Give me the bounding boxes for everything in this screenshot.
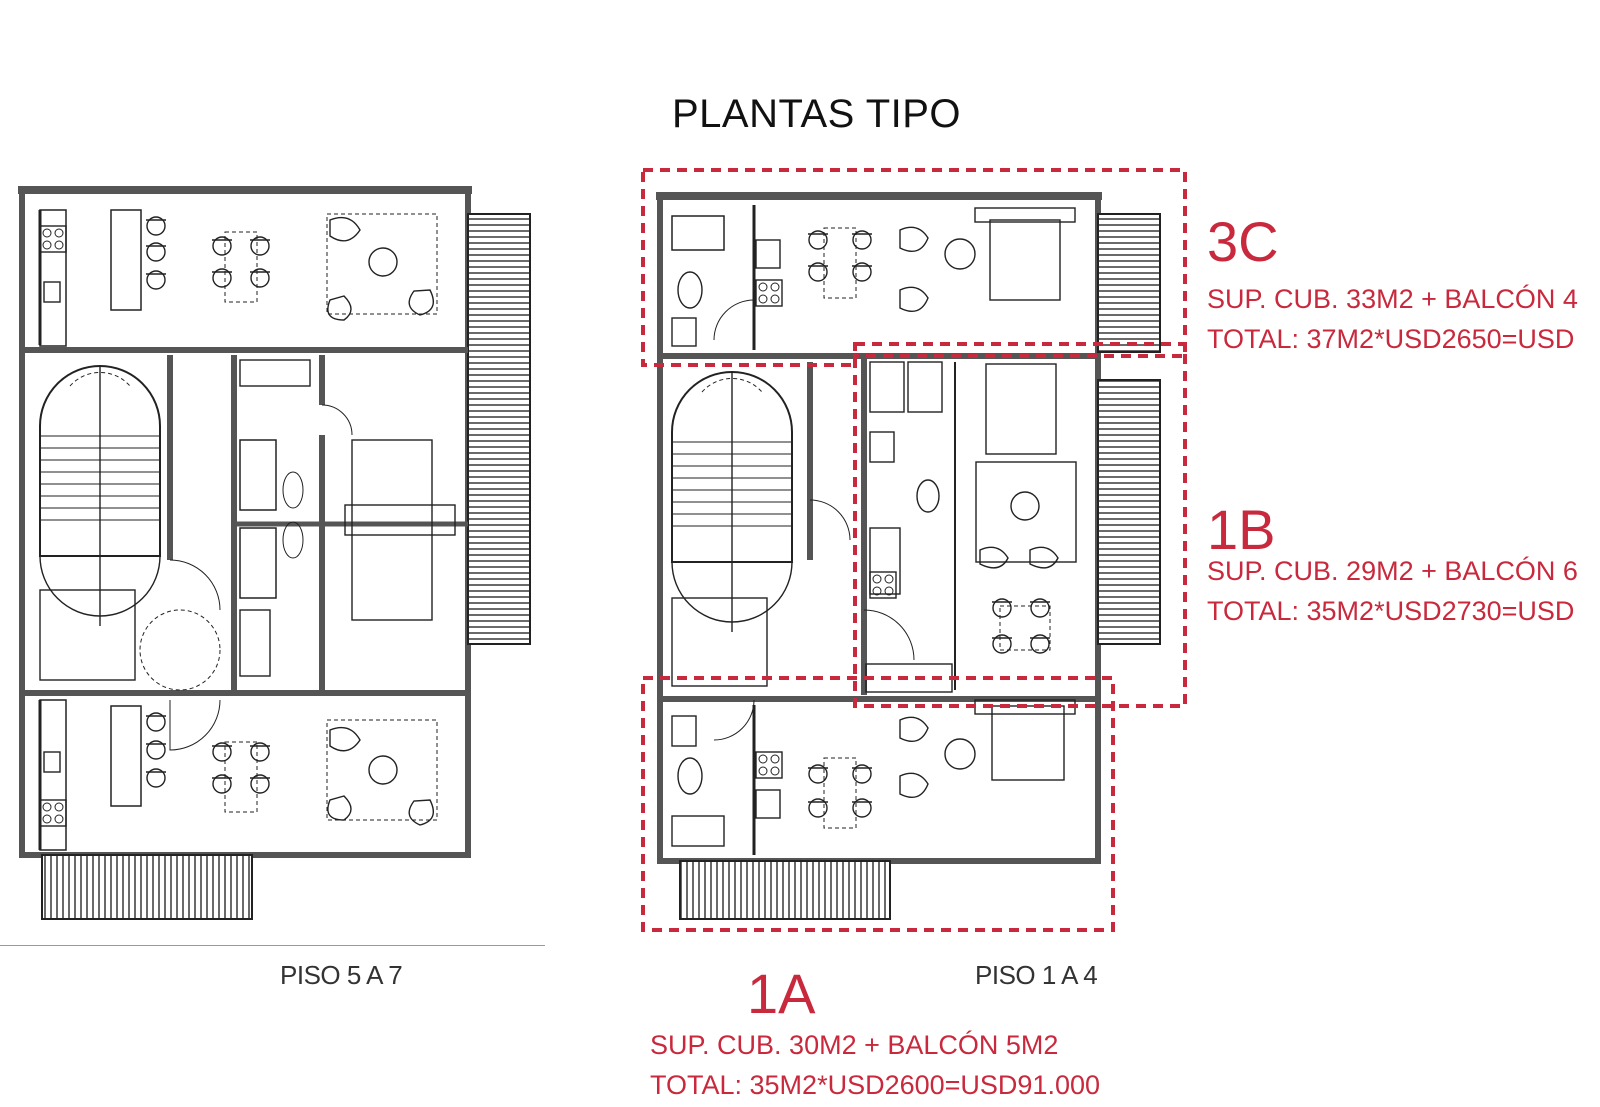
unit-1a-area: SUP. CUB. 30M2 + BALCÓN 5M2: [650, 1030, 1059, 1060]
outline-1b: [853, 342, 1187, 708]
unit-1a-total: TOTAL: 35M2*USD2600=USD91.000: [650, 1070, 1100, 1100]
outline-1a: [641, 676, 1115, 932]
unit-3c-total: TOTAL: 37M2*USD2650=USD: [1207, 324, 1575, 354]
floor-label-piso-5-a-7: PISO 5 A 7: [280, 960, 403, 990]
unit-3c-area: SUP. CUB. 33M2 + BALCÓN 4: [1207, 284, 1578, 314]
plan-piso-5-a-7: [18, 186, 531, 920]
outline-3c: [641, 168, 1187, 367]
unit-1b-total: TOTAL: 35M2*USD2730=USD: [1207, 596, 1575, 626]
unit-code-3c: 3C: [1207, 210, 1279, 273]
unit-code-1a: 1A: [747, 962, 816, 1025]
page-title: PLANTAS TIPO: [672, 92, 962, 136]
unit-code-1b: 1B: [1207, 498, 1276, 561]
unit-1b-area: SUP. CUB. 29M2 + BALCÓN 6: [1207, 556, 1578, 586]
floor-label-piso-1-a-4: PISO 1 A 4: [975, 960, 1098, 990]
plan-divider: [0, 945, 545, 946]
unit-outlines: [641, 168, 1187, 932]
plan-piso-1-a-4: [656, 192, 1161, 920]
